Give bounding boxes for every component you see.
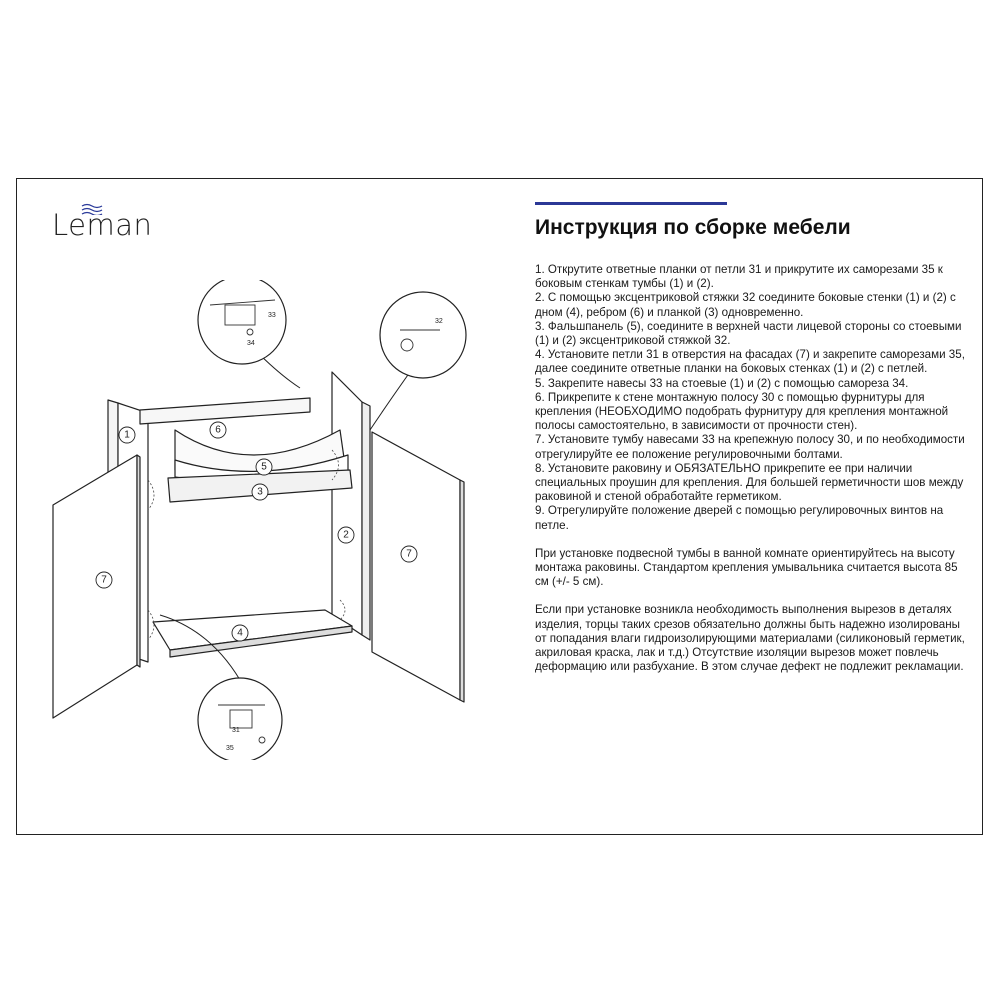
callout-label-32: 32 [435,318,443,325]
door-left-7 [52,454,138,719]
step-9: 9. Отрегулируйте положение дверей с помо… [535,504,944,532]
top-rail [139,397,311,425]
step-6: 6. Прикрепите к стене монтажную полосу 3… [535,390,949,433]
part-label-7-right: 7 [406,549,412,560]
callout-label-35: 35 [226,745,234,752]
instructions-column: 1. Открутите ответные планки от петли 31… [535,263,967,674]
note-cut-insulation: Если при установке возникла необходимост… [535,603,965,674]
side-panel-2 [331,371,363,636]
step-7: 7. Установите тумбу навесами 33 на крепе… [535,433,965,461]
step-8: 8. Установите раковину и ОБЯЗАТЕЛЬНО при… [535,461,964,504]
part-label-1: 1 [124,430,130,441]
logo-text: Leman [52,208,153,242]
step-4: 4. Установите петли 31 в отверстия на фа… [535,348,965,376]
part-label-3: 3 [257,487,263,498]
logo-waves-icon [81,203,103,215]
callout-hinge-detail [197,677,283,760]
part-label-5: 5 [261,462,267,473]
door-right-7 [371,431,461,701]
part-label-7-left: 7 [101,575,107,586]
callout-label-33: 33 [268,312,276,319]
assembly-diagram: 1 2 3 4 5 6 7 7 33 34 32 31 35 [52,280,467,760]
page-frame [16,178,983,835]
step-3: 3. Фальшпанель (5), соедините в верхней … [535,319,962,348]
callout-eccentric-detail [379,291,467,379]
part-label-6: 6 [215,425,221,436]
page-title: Инструкция по сборке мебели [535,216,851,239]
callout-hanger-detail [197,280,287,365]
step-1: 1. Открутите ответные планки от петли 31… [535,263,943,291]
callout-label-34: 34 [247,340,255,347]
callout-label-31: 31 [232,727,240,734]
part-label-4: 4 [237,628,243,639]
step-5: 5. Закрепите навесы 33 на стоевые (1) и … [535,376,909,390]
note-mounting-height: При установке подвесной тумбы в ванной к… [535,546,958,589]
part-label-2: 2 [343,530,349,541]
brand-logo: Leman [52,203,153,242]
steps-list: 1. Открутите ответные планки от петли 31… [535,263,967,533]
step-2: 2. С помощью эксцентриковой стяжки 32 со… [535,291,956,319]
title-accent-bar [535,202,727,205]
